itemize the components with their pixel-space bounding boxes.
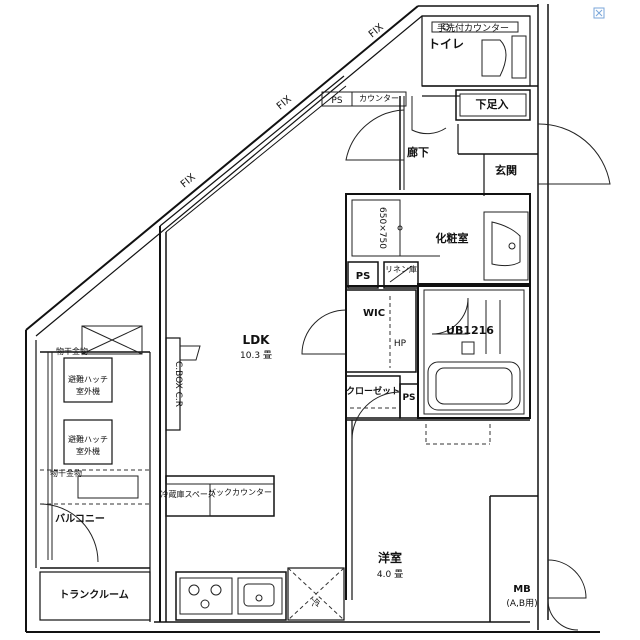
cbox-column xyxy=(165,337,201,431)
fix-window-label-1: FIX xyxy=(367,22,386,41)
meter-box xyxy=(547,559,587,631)
counter-label: カウンター xyxy=(359,94,399,103)
unit-bath-label: UB1216 xyxy=(446,324,494,337)
hanger-label-top: 物干金物 xyxy=(56,346,88,356)
closet xyxy=(345,375,401,419)
fridge-space xyxy=(165,483,211,517)
ac-unit-1-line2: 室外機 xyxy=(76,386,100,396)
outer-walls xyxy=(25,4,600,633)
ldk-label: LDK xyxy=(243,333,271,347)
entrance-door xyxy=(537,123,611,185)
trunk-room xyxy=(39,571,151,621)
washer-size-label: 650×750 xyxy=(377,207,387,249)
mb-label: MB xyxy=(513,584,531,595)
linen-cabinet xyxy=(383,261,419,289)
ps-top xyxy=(321,91,353,107)
mb-sub-label: (A,B用) xyxy=(506,598,537,609)
hp-label: HP xyxy=(394,339,407,349)
ac-unit-2-line2: 室外機 xyxy=(76,446,100,456)
fix-window-label-3: FIX xyxy=(179,172,198,191)
back-counter-label: バックカウンター xyxy=(208,488,272,497)
linen-label: リネン庫 xyxy=(385,264,417,274)
washroom-label: 化粧室 xyxy=(436,231,469,245)
shoe-closet xyxy=(455,89,531,121)
ac-unit-1-line1: 避難ハッチ xyxy=(68,374,108,384)
fix-window-label-2: FIX xyxy=(275,94,294,113)
hallway-label: 廊下 xyxy=(407,145,429,159)
expand-icon[interactable] xyxy=(593,7,605,19)
wic-label: WIC xyxy=(363,308,385,319)
ps-box-1 xyxy=(347,261,379,289)
ldk-area-label: 10.3 畳 xyxy=(240,350,272,361)
ps-box-2 xyxy=(399,383,419,419)
western-room-label: 洋室 xyxy=(378,550,402,565)
western-room-area: 4.0 畳 xyxy=(377,569,403,580)
hallway-walls xyxy=(399,96,538,196)
wic-walls xyxy=(345,289,417,373)
cbox-label: C.BOX C.R xyxy=(173,361,183,407)
shoe-closet-label: 下足入 xyxy=(476,98,509,111)
svg-text:PS: PS xyxy=(331,96,342,106)
ps-label-2: PS xyxy=(402,393,415,403)
fridge-mark: 冷 xyxy=(311,597,320,609)
balcony-label: バルコニー xyxy=(55,513,105,525)
interior-walls xyxy=(345,194,538,622)
hallway-door xyxy=(345,109,405,161)
toilet-label: トイレ xyxy=(428,37,464,51)
fridge xyxy=(287,567,345,621)
unit-bath xyxy=(417,283,531,419)
toilet-room xyxy=(421,15,538,97)
toilet-counter-label: 手洗付カウンター xyxy=(437,22,509,34)
trunk-room-label: トランクルーム xyxy=(59,589,128,601)
ps-label-1: PS xyxy=(356,271,371,282)
ac-unit-2-line1: 避難ハッチ xyxy=(68,434,108,444)
hanger-label-bottom: 物干金物 xyxy=(50,468,82,478)
wic-door xyxy=(301,309,347,355)
fridge-space-label: 冷蔵庫スペース xyxy=(160,489,215,499)
western-room-door xyxy=(351,391,401,441)
entrance-label: 玄関 xyxy=(495,163,517,177)
toilet-door xyxy=(411,96,447,135)
kitchen-counter xyxy=(175,571,287,621)
closet-label: クローゼット xyxy=(346,385,400,397)
